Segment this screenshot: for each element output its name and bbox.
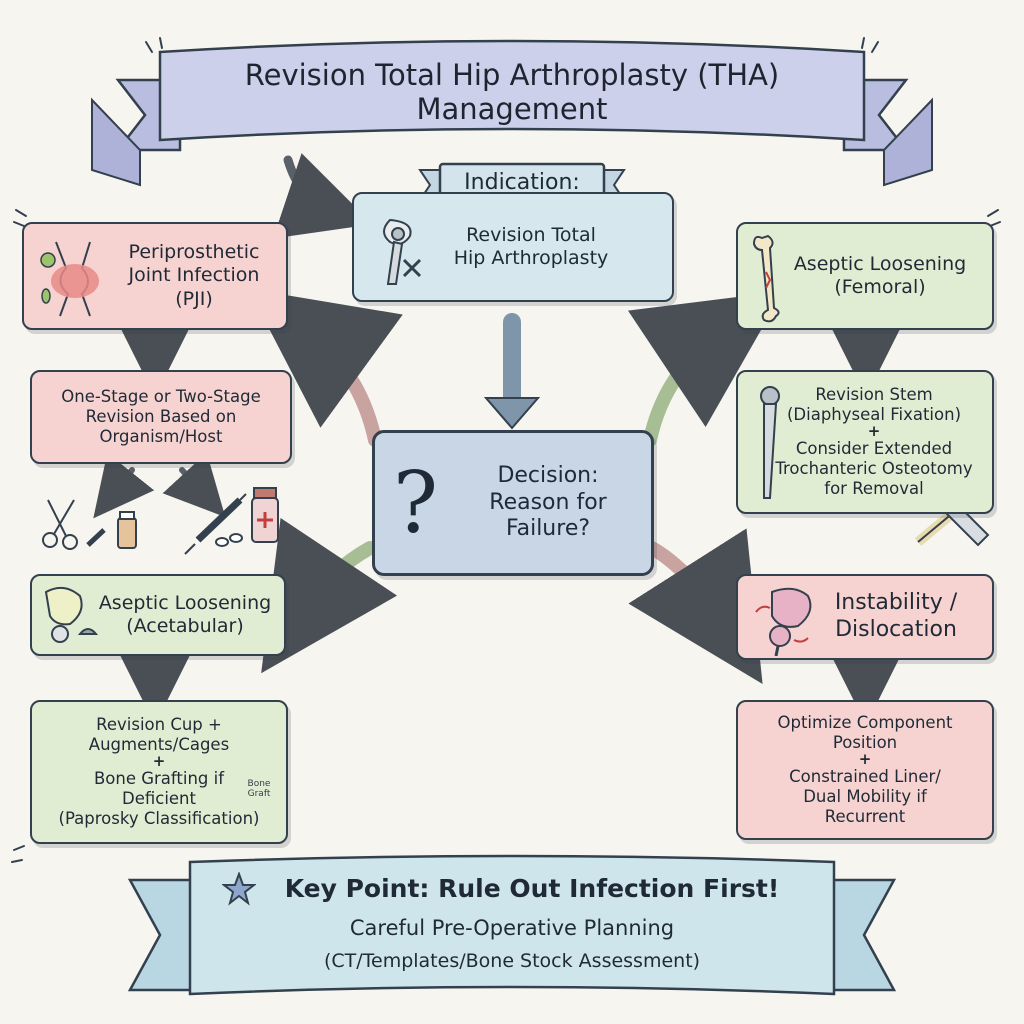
acetabular-box: Aseptic Loosening (Acetabular) [30,574,286,656]
acetabular-treatment-line-1: Revision Cup + [96,714,222,734]
decision-box: ? Decision: Reason for Failure? [372,430,654,576]
femoral-treatment-line-4: Consider Extended [795,438,953,458]
dislocated-hip-icon [750,582,824,660]
acetabular-line-1: Aseptic Loosening [98,591,272,614]
femoral-treatment-line-6: for Removal [824,478,924,498]
acetabular-treatment-line-5: Deficient [122,788,196,808]
sketch-marks [11,37,1001,863]
hip-implant-icon [376,214,426,292]
syringe-icon [184,487,279,555]
key-point-line-1: Key Point: Rule Out Infection First! [284,874,780,903]
flow-arrows [93,153,901,725]
femoral-line-2: (Femoral) [834,276,926,298]
jar-label-line-2: Graft [247,788,271,799]
key-point-line-3: (CT/Templates/Bone Stock Assessment) [323,950,701,972]
star-icon [221,871,257,910]
decision-line-2: Reason for [489,489,607,515]
pji-line-1: Periprosthetic [128,241,260,264]
instability-box: Instability / Dislocation [736,574,994,660]
title-line-2: Management [416,92,608,126]
femoral-treatment-box: Revision Stem (Diaphyseal Fixation) + Co… [736,370,994,514]
femoral-treatment-line-2: (Diaphyseal Fixation) [786,405,961,425]
pji-treatment-line-3: Organism/Host [99,427,223,447]
instability-treatment-line-4: Constrained Liner/ [789,766,941,786]
pji-treatment-line-2: Revision Based on [85,406,237,426]
acetabular-line-2: (Acetabular) [126,615,244,637]
acetabular-treatment-line-6: (Paprosky Classification) [58,808,260,828]
pji-line-3: (PJI) [175,287,213,310]
jar-label-line-1: Bone [247,779,271,789]
instability-line-1: Instability / [834,590,958,616]
key-point-line-2: Careful Pre-Operative Planning [349,916,675,940]
acetabular-treatment-box: Revision Cup + Augments/Cages + Bone Gra… [30,700,288,844]
femoral-treatment-line-5: Trochanteric Osteotomy [775,458,973,478]
pji-box: Periprosthetic Joint Infection (PJI) [22,222,288,330]
key-point-banner [127,854,897,996]
femoral-treatment-plus: + [867,422,881,441]
femur-bone-icon [746,232,792,328]
surgical-instruments-icon [42,499,137,550]
pji-treatment-box: One-Stage or Two-Stage Revision Based on… [30,370,292,464]
bone-graft-jar-label: Bone Graft [238,779,280,800]
instability-treatment-line-5: Dual Mobility if [803,786,927,806]
instability-line-2: Dislocation [835,617,957,642]
decision-line-1: Decision: [497,462,599,488]
pelvis-cup-icon [40,582,102,656]
indication-label: Indication: [464,170,580,195]
pji-line-2: Joint Infection [128,264,260,287]
instability-treatment-plus: + [858,750,872,769]
decision-line-3: Failure? [505,516,591,542]
question-mark-icon: ? [393,454,439,552]
femoral-treatment-line-1: Revision Stem [815,384,933,404]
instability-treatment-line-1: Optimize Component [777,712,953,732]
instability-treatment-line-6: Recurrent [824,806,906,826]
instability-treatment-line-2: Position [832,733,898,753]
indication-line-1: Revision Total [466,223,596,246]
acetabular-treatment-line-2: Augments/Cages [88,735,230,755]
pji-treatment-line-1: One-Stage or Two-Stage [61,386,261,406]
revision-stem-icon [748,384,788,506]
instability-treatment-box: Optimize Component Position + Constraine… [736,700,994,840]
femoral-box: Aseptic Loosening (Femoral) [736,222,994,330]
indication-box: Revision Total Hip Arthroplasty [352,192,674,302]
acetabular-treatment-plus: + [152,752,166,771]
indication-line-2: Hip Arthroplasty [453,247,609,269]
title-line-1: Revision Total Hip Arthroplasty (THA) [244,58,780,92]
femoral-line-1: Aseptic Loosening [793,252,967,275]
infected-joint-icon [36,238,114,322]
title-banner [91,39,933,187]
acetabular-treatment-line-4: Bone Grafting if [93,768,225,788]
